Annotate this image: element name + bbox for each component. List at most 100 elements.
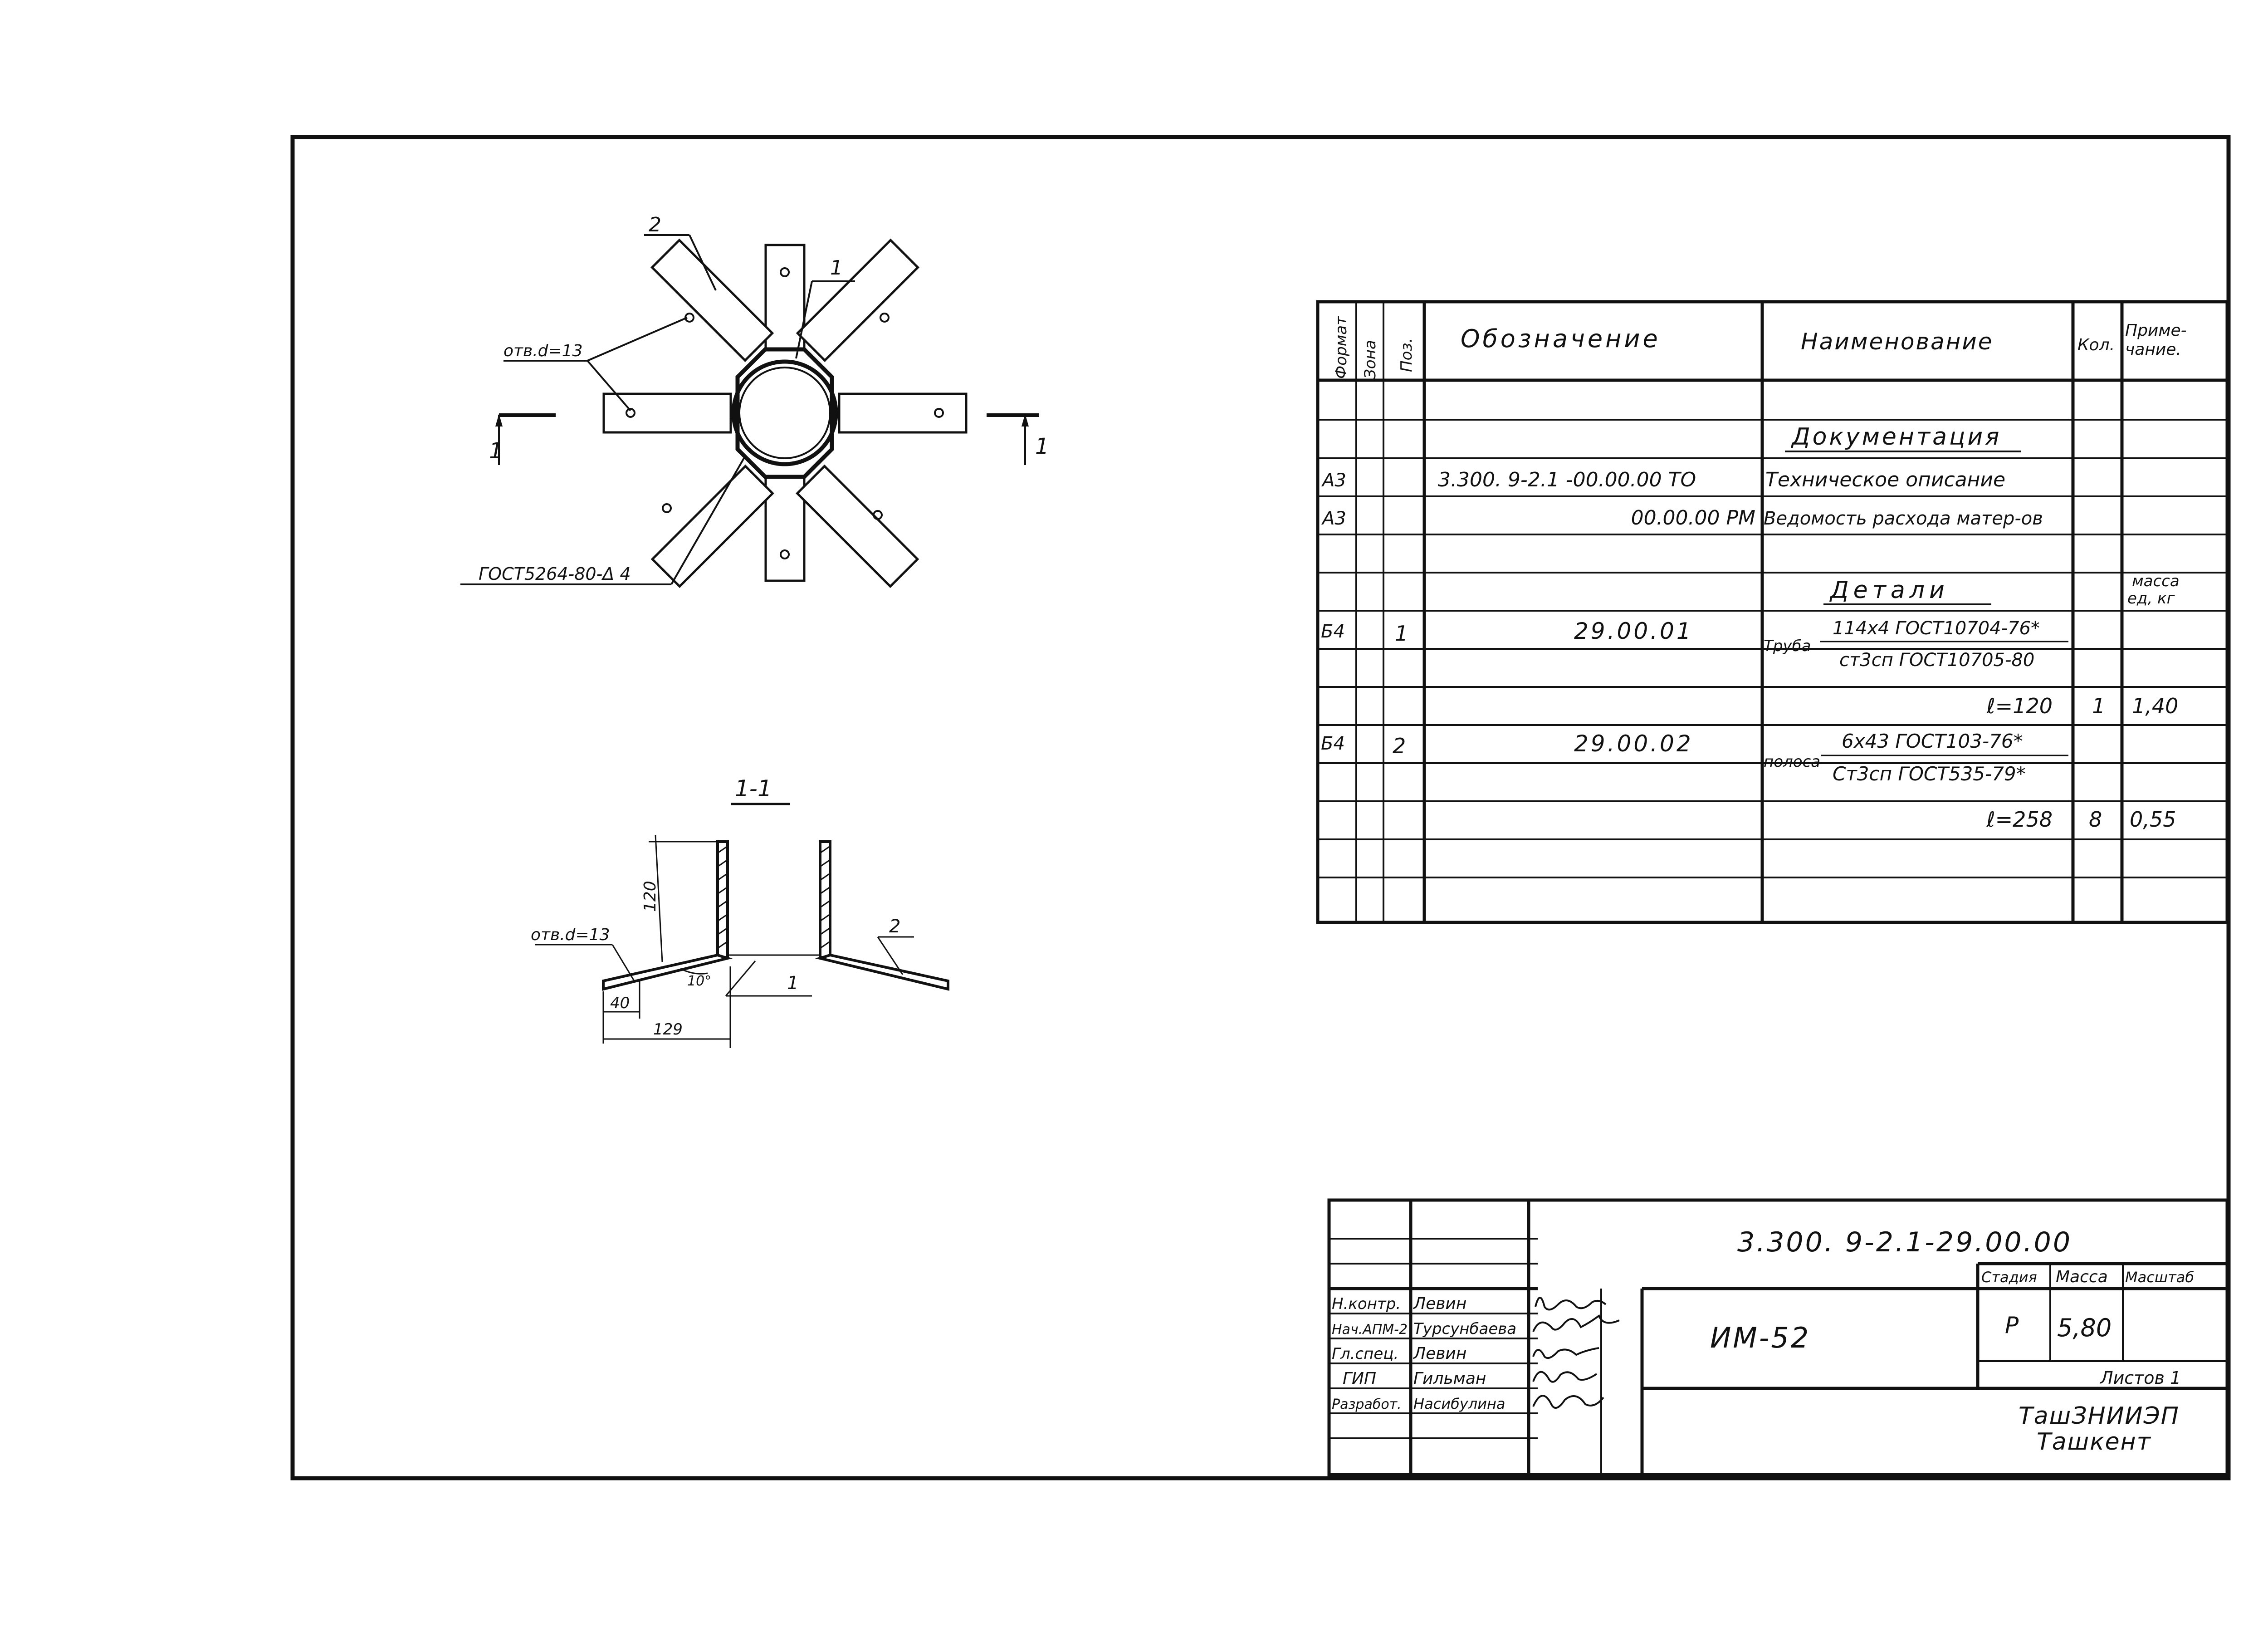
strip-west [602, 392, 732, 434]
strip-se [796, 464, 919, 588]
org-line2: Ташкент [2037, 1428, 2151, 1456]
part-2-name-line1: 6х43 ГОСТ103-76* [1842, 730, 2023, 752]
plan-hole-note: отв.d=13 [503, 342, 582, 360]
hole [626, 408, 635, 418]
signer-4-name: Гильман [1413, 1369, 1486, 1388]
signature [1535, 1297, 1607, 1311]
signature [1532, 1395, 1604, 1409]
part-2-designation: 29.00.02 [1574, 730, 1693, 757]
strip-east [838, 392, 968, 434]
spec-table-grid [1316, 300, 2229, 924]
doc-row-2-name: Ведомость расхода матер-ов [1764, 508, 2043, 529]
plan-pos-label-1: 1 [830, 256, 843, 279]
signers: Н.контр. Левин Нач.АПМ-2 Турсунбаева Гл.… [1332, 1294, 1516, 1412]
plan-pos-label-2: 2 [649, 213, 661, 236]
pipe-wall-left [716, 840, 729, 959]
part-1-length: ℓ=120 [1986, 694, 2053, 718]
dim-40: 40 [610, 994, 630, 1012]
title-block: 3.300. 9-2.1-29.00.00 ИМ-52 Стадия Масса… [1327, 1198, 2229, 1476]
header-qty: Кол. [2077, 336, 2115, 354]
hole [934, 408, 944, 418]
pipe-wall-right [819, 840, 831, 959]
part-2-length: ℓ=258 [1986, 807, 2053, 832]
signer-2-name: Турсунбаева [1413, 1320, 1516, 1338]
part-1-designation: 29.00.01 [1574, 618, 1693, 644]
part-2-name-prefix: полоса [1764, 753, 1820, 771]
section-mark-right-label: 1 [1035, 434, 1049, 459]
part-2-mass: 0,55 [2130, 807, 2176, 832]
part-1-mass: 1,40 [2132, 694, 2178, 718]
section-parts: Детали [1829, 577, 1949, 604]
strip-sw [650, 464, 774, 588]
hole [873, 510, 883, 520]
plan-view: 2 1 отв.d=13 1 1 ГОСТ5264-80-Δ 4 [460, 213, 1049, 588]
doc-row-2-format: А3 [1321, 508, 1346, 529]
doc-row-1-format: А3 [1321, 470, 1346, 491]
mass-note-line1: масса [2132, 572, 2180, 590]
part-2-qty: 8 [2089, 807, 2102, 832]
signer-3-role: Гл.спец. [1332, 1345, 1398, 1363]
signer-5-name: Насибулина [1413, 1395, 1505, 1412]
org-line1: ТашЗНИИЭП [2019, 1402, 2180, 1430]
signature [1532, 1347, 1599, 1359]
hole [780, 267, 790, 277]
mass-label: Масса [2056, 1268, 2108, 1286]
plan-leaders [460, 234, 855, 585]
sheets-count: Листов 1 [2099, 1368, 2181, 1388]
hole [662, 503, 672, 513]
signer-1-name: Левин [1413, 1294, 1466, 1313]
pipe-octagon [735, 347, 834, 479]
dim-height-120: 120 [641, 881, 660, 912]
signer-4-role: ГИП [1343, 1369, 1376, 1388]
title-block-grid [1327, 1198, 2229, 1476]
part-1-qty: 1 [2092, 694, 2105, 718]
header-note-line1: Приме- [2125, 321, 2187, 340]
doc-row-1-name: Техническое описание [1765, 468, 2005, 491]
strip-right-section [815, 953, 949, 991]
section-title: 1-1 [735, 775, 772, 802]
pipe-outer-circle [731, 359, 838, 466]
part-1-pos: 1 [1395, 621, 1408, 646]
hole [780, 549, 790, 559]
signature [1532, 1314, 1620, 1332]
mass-value: 5,80 [2057, 1314, 2112, 1342]
strip-nw [650, 238, 774, 362]
header-zone: Зона [1361, 340, 1379, 379]
pipe-wall-hatching [717, 845, 831, 949]
doc-row-2-designation: 00.00.00 РМ [1631, 506, 1755, 529]
signatures [1532, 1297, 1620, 1409]
part-1-name-line2: ст3сп ГОСТ10705-80 [1839, 650, 2034, 671]
signer-2-role: Нач.АПМ-2 [1332, 1322, 1408, 1338]
section-dimensions [535, 834, 914, 1048]
header-name: Наименование [1801, 328, 1994, 355]
hole [880, 313, 890, 323]
section-mark-left-label: 1 [489, 438, 503, 464]
radial-strips [602, 238, 968, 588]
section-view: 1-1 [531, 775, 949, 1048]
section-pos-label-2: 2 [889, 916, 900, 937]
section-hole-note: отв.d=13 [531, 926, 610, 944]
part-2-format: Б4 [1321, 733, 1345, 754]
part-2-pos: 2 [1393, 734, 1406, 758]
signer-3-name: Левин [1413, 1344, 1466, 1363]
part-1-format: Б4 [1321, 621, 1345, 642]
part-2-name-line2: Ст3сп ГОСТ535-79* [1833, 763, 2026, 785]
section-marks [495, 413, 1039, 465]
stage-label: Стадия [1981, 1269, 2037, 1286]
spec-table: Формат Зона Поз. Обозначение Наименовани… [1316, 300, 2229, 924]
strip-ne [796, 238, 920, 362]
scale-label: Масштаб [2125, 1269, 2194, 1286]
section-pos-label-1: 1 [787, 973, 798, 994]
section-documentation: Документация [1791, 423, 2001, 451]
signature [1532, 1371, 1598, 1383]
header-pos: Поз. [1398, 338, 1416, 372]
doc-code: 3.300. 9-2.1-29.00.00 [1737, 1226, 2072, 1258]
header-designation: Обозначение [1461, 324, 1661, 353]
signer-5-role: Разработ. [1332, 1397, 1402, 1412]
doc-row-1-designation: 3.300. 9-2.1 -00.00.00 ТО [1438, 468, 1696, 491]
pipe-inner-circle [738, 367, 831, 459]
part-1-name-prefix: Труба [1764, 637, 1811, 655]
weld-note: ГОСТ5264-80-Δ 4 [479, 564, 631, 584]
header-note-line2: чание. [2125, 340, 2181, 359]
